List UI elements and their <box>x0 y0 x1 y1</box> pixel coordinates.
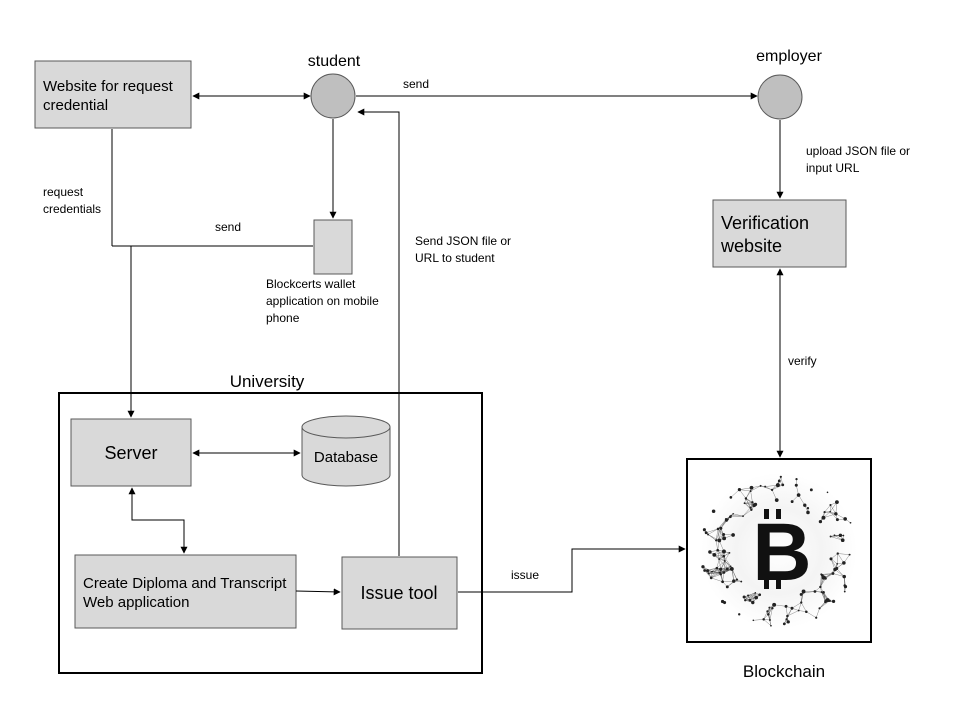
webapp-issue-edge <box>295 588 341 596</box>
blockcerts-wallet: Blockcerts wallet application on mobile … <box>266 219 382 325</box>
issue-label: issue <box>511 568 539 582</box>
university-frame <box>58 392 483 674</box>
issue-blockchain-edge <box>458 545 686 593</box>
issue-tool-label: Issue tool <box>360 583 437 603</box>
university-group: University Server Database Create Diplom… <box>58 372 483 674</box>
verification-website: Verification website <box>712 199 847 268</box>
bitcoin-network-icon <box>701 473 857 629</box>
request-credential-website: Website for request credential <box>34 60 192 129</box>
verify-label: verify <box>788 354 817 368</box>
wallet-server-edge <box>127 245 313 418</box>
request-website-label: Website for request credential <box>43 78 177 114</box>
web-app-label: Create Diploma and Transcript Web applic… <box>83 575 291 611</box>
issue-tool-box <box>341 556 458 630</box>
student-node <box>310 73 356 119</box>
server-webapp-edge <box>128 487 188 554</box>
upload-label: upload JSON file or input URL <box>806 144 913 175</box>
request-website-box <box>34 60 192 129</box>
employer-label: employer <box>756 48 822 65</box>
verification-label: Verification website <box>720 213 814 256</box>
blockchain-group: B Blockchain <box>686 458 872 681</box>
wallet-label: Blockcerts wallet application on mobile … <box>266 277 382 325</box>
blockchain-title: Blockchain <box>743 662 825 681</box>
student-actor: student <box>308 53 361 119</box>
verification-box <box>712 199 847 268</box>
web-app-box <box>74 554 297 629</box>
employer-node <box>757 74 803 120</box>
send-wallet-label: send <box>215 220 241 234</box>
send-json-label: Send JSON file or URL to student <box>415 234 514 265</box>
request-credentials-label: request credentials <box>43 185 101 216</box>
svg-text:B: B <box>752 507 811 598</box>
server-box <box>70 418 192 487</box>
database-cylinder: Database <box>301 415 391 487</box>
employer-actor: employer <box>756 48 823 120</box>
student-label: student <box>308 53 361 70</box>
university-title: University <box>230 372 305 391</box>
database-label: Database <box>314 449 378 466</box>
bitcoin-logo-icon: B <box>752 507 811 598</box>
connectors <box>111 92 784 596</box>
send-employer-label: send <box>403 77 429 91</box>
server-label: Server <box>104 443 157 463</box>
issue-student-edge <box>357 108 400 556</box>
edge-labels: send upload JSON file or input URL reque… <box>43 77 913 582</box>
wallet-box <box>313 219 353 275</box>
